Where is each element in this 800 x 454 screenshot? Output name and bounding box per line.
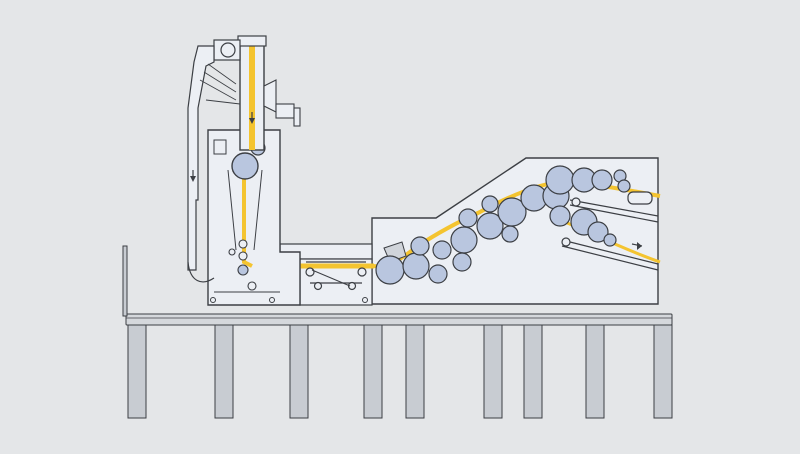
bottom-roller [238,239,248,249]
card-roller [501,225,519,243]
card-roller [375,255,405,285]
card-roller [476,212,504,240]
fiber-path-hopper [242,166,253,268]
card-roller [450,226,478,254]
hopper [207,129,368,306]
card-roller [587,221,609,243]
chute-flange-end [293,107,301,127]
side-box [213,139,227,155]
belt-guides [383,191,659,271]
table-leg [483,324,503,419]
card-roller [549,205,571,227]
table-leg [363,324,383,419]
conveyor-roller [347,281,357,291]
upper-guide-roller [571,197,581,207]
card-roller [497,197,527,227]
upper-belt [569,199,659,217]
conveyor-roller [313,281,323,291]
card-roller [591,169,613,191]
conveyor-roller [305,267,315,277]
chute-valve [263,79,277,113]
table-leg [127,324,147,419]
bottom-roller [228,248,236,256]
upper-belt-lower [569,204,659,223]
card-roller [428,264,448,284]
feed-chute [237,35,301,151]
duct-hatch [199,63,237,101]
table-top [125,313,673,326]
table-leg [214,324,234,419]
conveyor-link [311,269,351,287]
table-leg [405,324,425,419]
card-roller [402,252,430,280]
conveyor-roller [357,267,367,277]
bottom-roller [237,264,249,276]
fan [187,39,241,283]
fan-rotor [220,42,236,58]
hopper-inner-right [253,169,263,251]
card-roller [458,208,478,228]
table-legs [127,324,673,419]
card-roller [617,179,631,193]
table-leg [585,324,605,419]
card-roller [410,236,430,256]
table-leg [289,324,309,419]
support-table [122,245,673,419]
card-rollers [375,165,631,285]
duct-connector [205,99,241,105]
foot-bolt [362,297,368,303]
card-roller [481,195,499,213]
hopper-housing [207,129,301,306]
card-roller [545,165,575,195]
card-roller [603,233,617,247]
post-left [122,245,128,317]
duct-elbow [187,261,215,283]
chute-head [237,35,267,47]
carding-section [371,157,661,305]
motor-box [627,191,653,205]
table-leg [653,324,673,419]
foot-bolt [210,297,216,303]
chute-flange [275,103,295,119]
arrow-down-icon [190,170,196,182]
hopper-inner-left [227,169,237,251]
arrow-right-icon [631,242,643,250]
lower-guide-roller [561,237,571,247]
card-roller [452,252,472,272]
bottom-roller [238,251,248,261]
hopper-feed-roller [231,152,259,180]
lower-belt-lower [561,245,659,271]
arrow-down-icon [249,112,255,124]
duct [187,45,215,271]
table-leg [523,324,543,419]
foot-bolt [269,297,275,303]
card-roller [432,240,452,260]
bottom-roller [247,281,257,291]
lower-belt [561,239,659,265]
